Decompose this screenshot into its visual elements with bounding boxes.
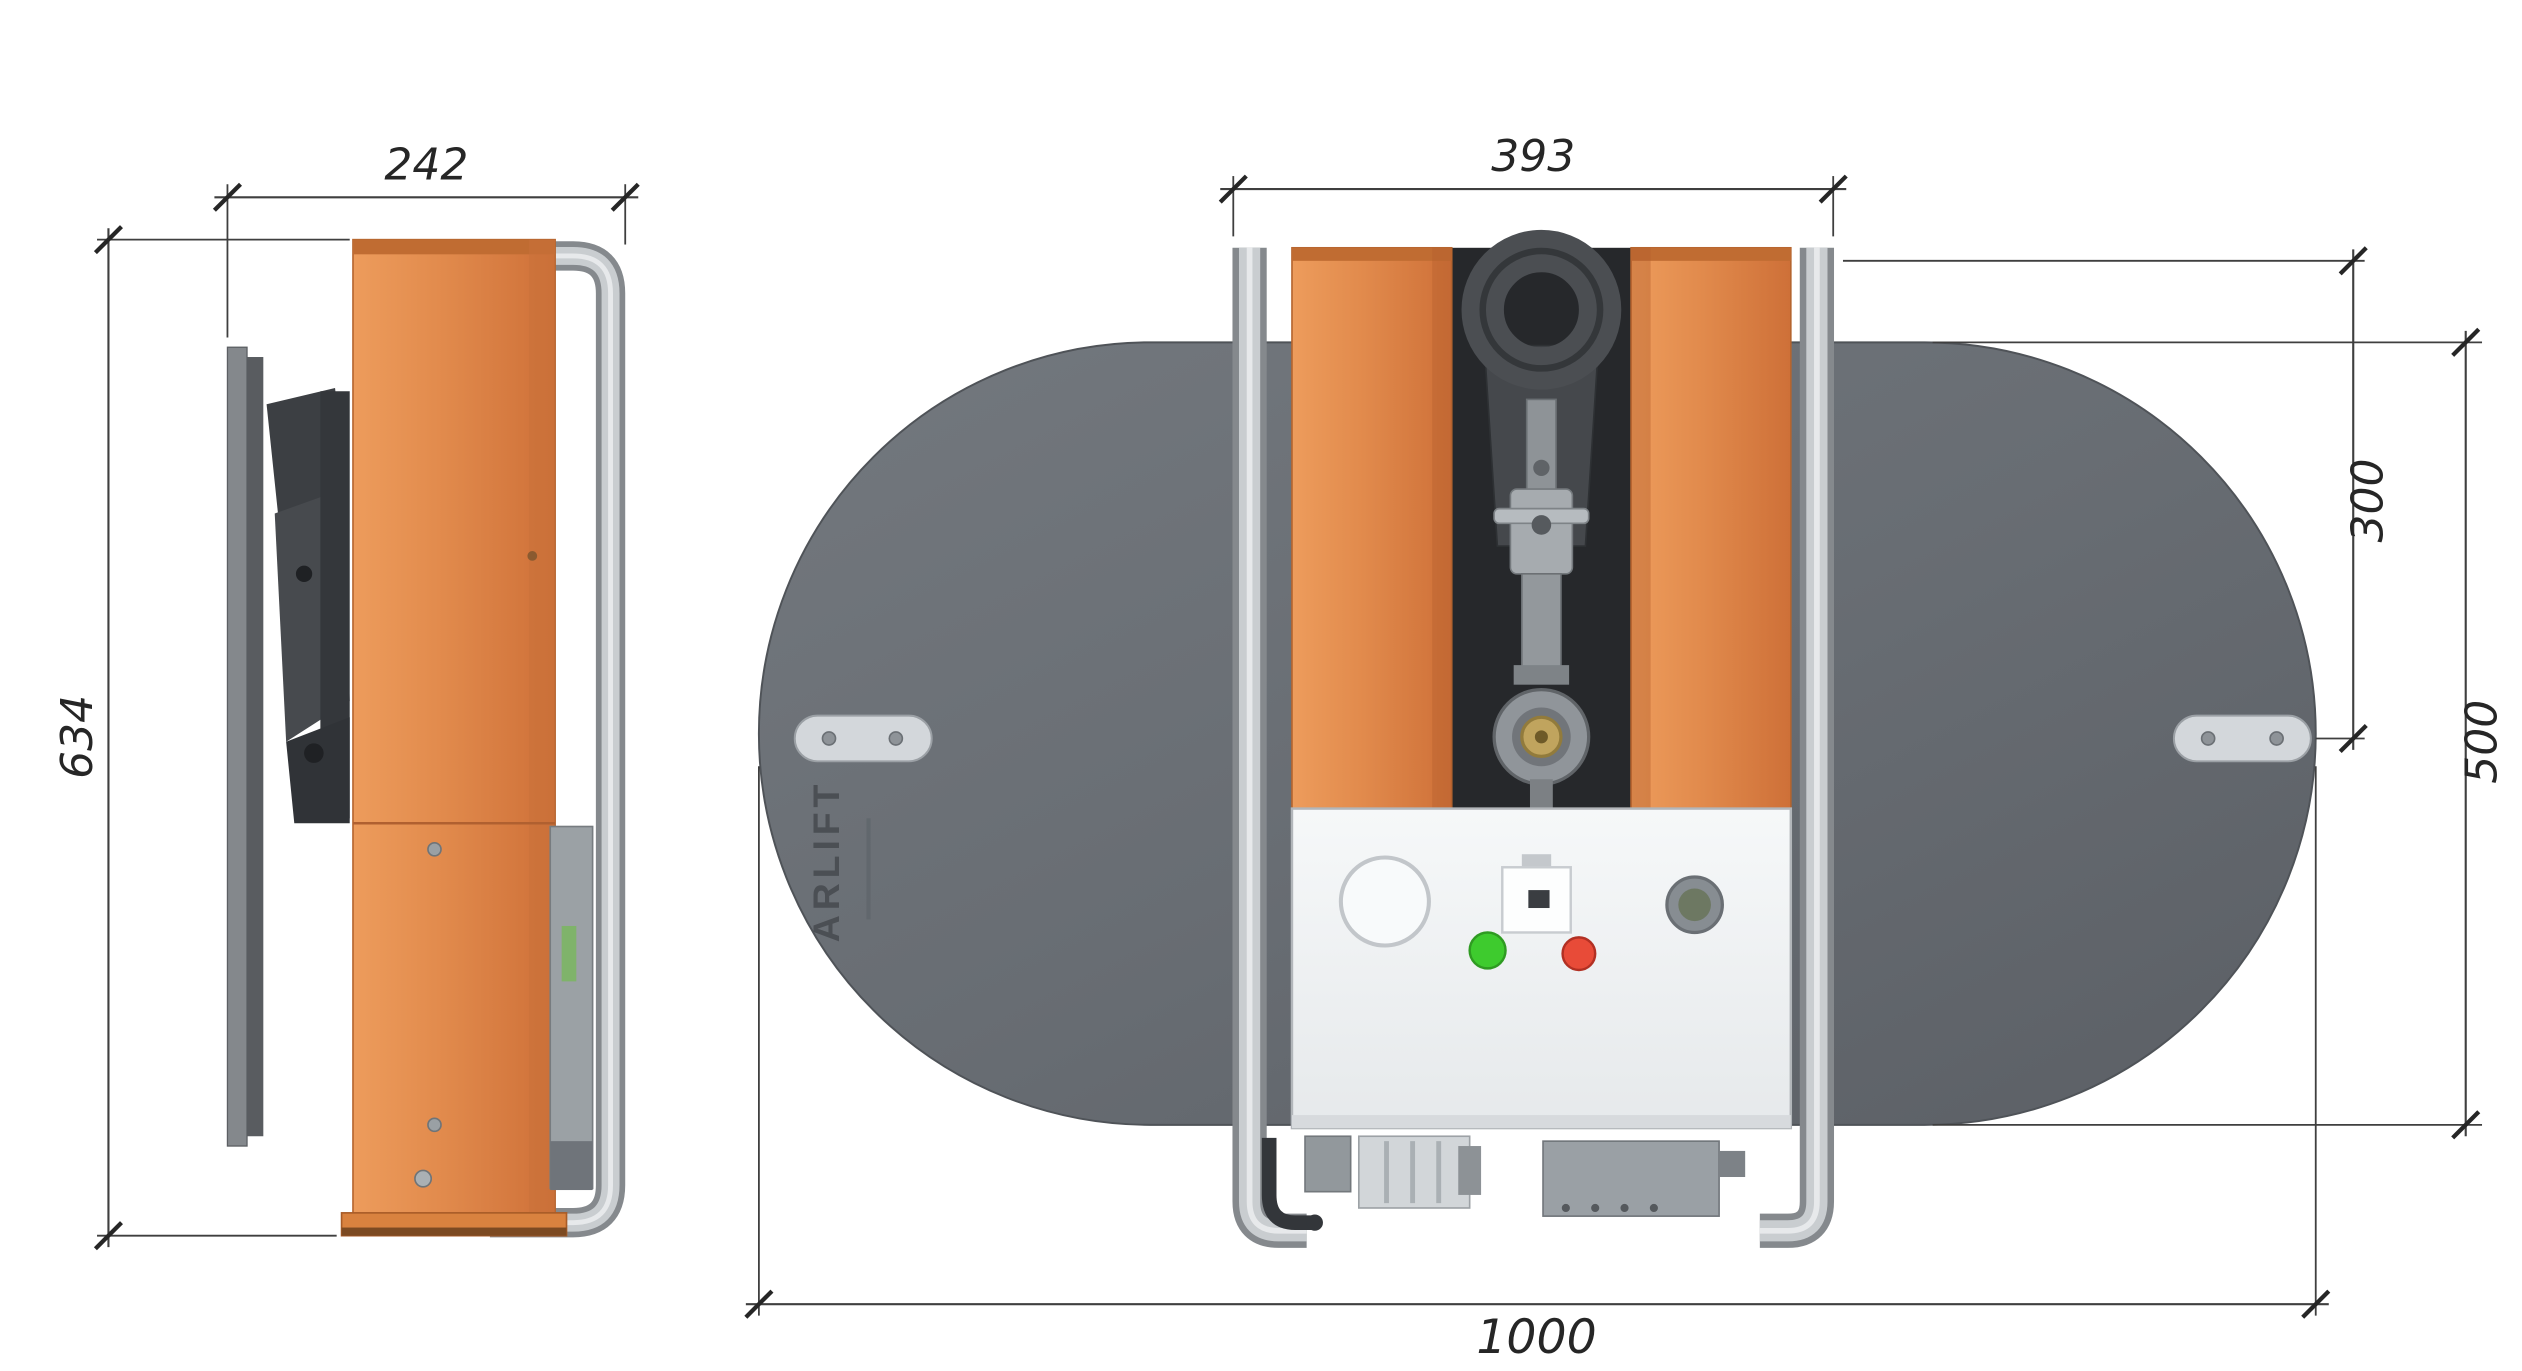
bottom-unit-dot xyxy=(1591,1203,1600,1213)
bracket-lower xyxy=(286,717,350,824)
mast-column-body xyxy=(1630,246,1792,813)
bottom-unit-dot xyxy=(1620,1203,1629,1213)
dimension-label-plate-height: 500 xyxy=(2457,700,2508,784)
bolt-dot xyxy=(414,1169,433,1188)
dimension-tick xyxy=(2451,327,2481,357)
mast-column-left xyxy=(1291,246,1453,813)
mast-column-top-cap xyxy=(1291,247,1452,261)
control-panel-bottom-edge xyxy=(1291,1115,1791,1129)
mast-column-edge-shade xyxy=(1432,247,1452,812)
lift-mechanism xyxy=(1492,398,1591,812)
dimension-label-plate-width: 1000 xyxy=(1476,1310,1596,1365)
red-button xyxy=(1561,936,1597,972)
suction-plate-edge xyxy=(226,346,248,1147)
handle-tube-highlight xyxy=(489,253,613,1226)
dimension-tick xyxy=(610,182,640,212)
screw-dot xyxy=(427,841,442,857)
mast-column-top-cap xyxy=(352,239,556,255)
control-panel xyxy=(1290,807,1793,1130)
fitting-small xyxy=(1304,1135,1352,1193)
screw-dot xyxy=(427,1117,442,1133)
control-knob xyxy=(1338,855,1431,948)
brand-subtext-line xyxy=(866,818,871,920)
plate-tab-right xyxy=(2172,714,2312,763)
dimension-label-upper-height: 300 xyxy=(2343,458,2394,542)
frame-tube-left xyxy=(1232,247,1307,1248)
switch-toggle xyxy=(1528,890,1550,909)
tab-hole xyxy=(888,731,904,746)
tube-highlight xyxy=(1246,247,1307,1234)
dimension-1000: 1000 xyxy=(744,766,2331,1365)
mechanism-rod xyxy=(1525,398,1557,499)
dimension-tick xyxy=(1818,174,1848,204)
mast-column-side xyxy=(352,238,556,1216)
dimension-tick xyxy=(2338,246,2368,276)
dimension-label-width: 242 xyxy=(384,139,468,190)
dimension-634: 634 xyxy=(52,225,350,1251)
lifting-eye-inner-edge xyxy=(1479,247,1604,372)
dimension-label-height: 634 xyxy=(52,695,103,779)
mast-column-edge-shade xyxy=(1631,247,1651,812)
mechanism-link xyxy=(1521,573,1562,676)
mechanism-bolt xyxy=(1531,515,1552,535)
dimension-tick xyxy=(744,1289,774,1319)
mast-column-right xyxy=(1630,246,1792,813)
front-view: ARLIFT xyxy=(744,131,2508,1365)
brand-label: ARLIFT xyxy=(805,780,847,943)
tab-hole xyxy=(2269,731,2284,746)
frame-tube-right xyxy=(1759,247,1835,1248)
tab-body xyxy=(793,714,933,763)
base-plate-underside xyxy=(341,1227,567,1236)
load-cell-dot xyxy=(1534,730,1548,744)
mechanism-nut xyxy=(1513,665,1570,685)
switch-plate xyxy=(1501,866,1572,934)
tab-body xyxy=(2172,714,2312,763)
mast-column-body xyxy=(1291,246,1453,813)
dimension-tick xyxy=(2301,1289,2331,1319)
green-button xyxy=(1468,931,1507,970)
dimension-tick xyxy=(93,225,123,255)
tube-highlight xyxy=(1759,247,1820,1234)
hook-fitting xyxy=(1261,1137,1315,1230)
dimension-tick xyxy=(1218,174,1248,204)
dimension-tick xyxy=(2451,1110,2481,1140)
dimension-300: 300 xyxy=(1842,246,2394,754)
equipment-box-body xyxy=(549,825,594,1190)
bottom-unit-tab xyxy=(1719,1150,1746,1178)
under-panel-fittings xyxy=(1261,1135,1746,1231)
equipment-box-side xyxy=(549,825,594,1191)
hook-end xyxy=(1306,1214,1323,1231)
mount-bracket-side xyxy=(266,387,350,824)
mast-column-body xyxy=(352,238,556,1216)
dimension-label-top-width: 393 xyxy=(1491,131,1575,182)
bracket-pivot-upper xyxy=(295,565,313,582)
bottom-unit-dot xyxy=(1649,1203,1658,1213)
dimension-500: 500 xyxy=(1932,327,2508,1140)
dimension-tick xyxy=(2338,723,2368,754)
dimension-tick xyxy=(212,182,242,212)
dimension-393: 393 xyxy=(1218,131,1848,237)
dimension-tick xyxy=(93,1221,123,1251)
gauge-face xyxy=(1678,888,1711,922)
bottom-unit xyxy=(1542,1140,1720,1217)
mechanism-stem xyxy=(1529,779,1553,812)
tab-hole xyxy=(2200,731,2216,746)
tab-hole xyxy=(821,731,837,746)
plate-tab-left xyxy=(793,714,933,763)
equipment-green-element xyxy=(561,925,577,982)
mast-column-top-cap xyxy=(1631,247,1791,261)
mechanism-bolt xyxy=(1533,459,1550,477)
handle-tube-side xyxy=(489,241,626,1238)
bottom-unit-dot xyxy=(1561,1203,1570,1213)
suction-plate-edge-shadow xyxy=(247,357,264,1137)
equipment-connector xyxy=(550,1141,593,1191)
dimension-242: 242 xyxy=(212,139,640,338)
connector-cap xyxy=(1458,1146,1482,1195)
side-view: 242 634 xyxy=(52,139,640,1251)
screw-dot xyxy=(527,551,538,561)
bracket-pivot-lower xyxy=(304,743,324,763)
